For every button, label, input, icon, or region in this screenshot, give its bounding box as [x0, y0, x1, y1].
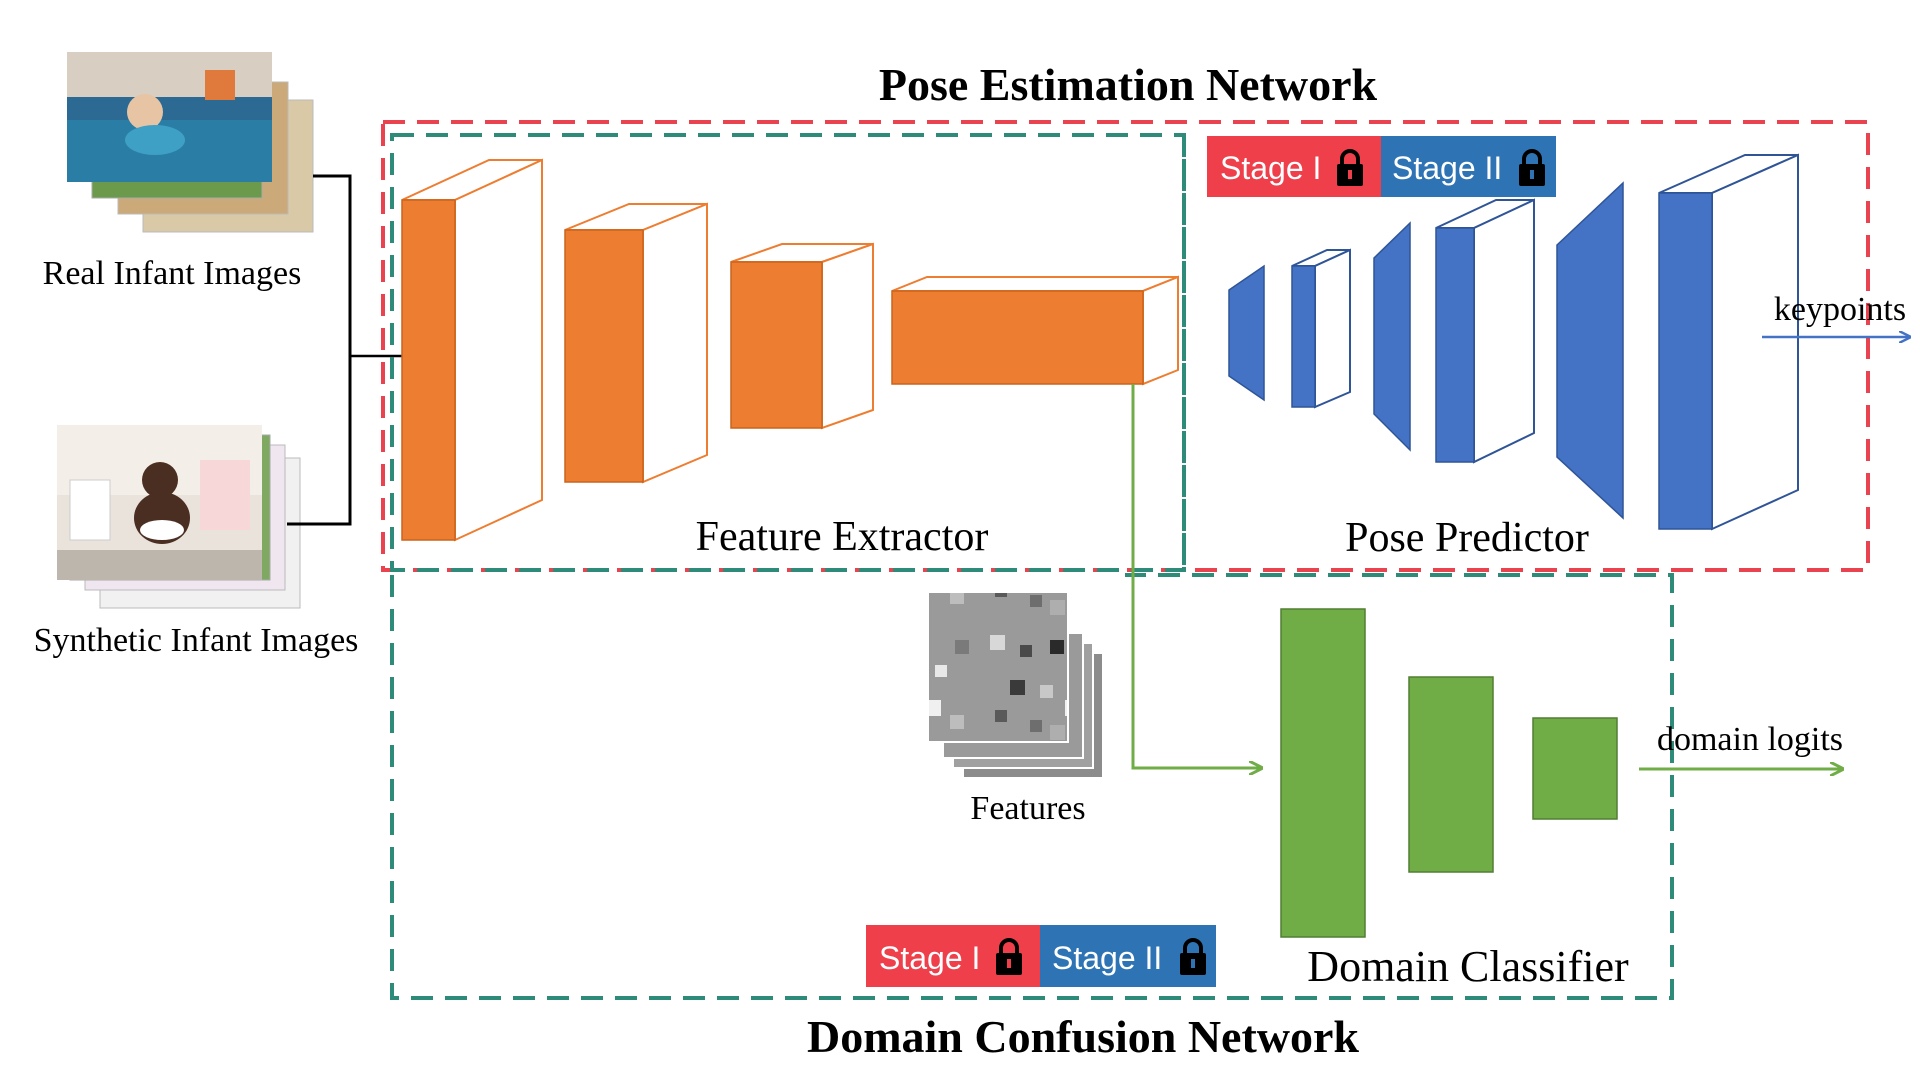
domain-logits-label: domain logits	[1657, 721, 1843, 758]
lock-icon	[1337, 149, 1363, 186]
stage1-label-top: Stage I	[1220, 150, 1321, 186]
feature-maps	[927, 591, 1104, 779]
real-image-stack	[67, 52, 314, 233]
pp-trapezoid-2	[1373, 221, 1411, 452]
stage1-label-bottom: Stage I	[879, 940, 980, 976]
fe-block-4	[891, 275, 1179, 386]
fe-block-2	[564, 202, 708, 484]
domain-network-title: Domain Confusion Network	[807, 1011, 1359, 1062]
domain-classifier	[1280, 608, 1618, 938]
keypoints-label: keypoints	[1774, 291, 1906, 328]
lock-icon	[1180, 938, 1206, 975]
real-images-label: Real Infant Images	[43, 255, 302, 292]
fe-block-3	[730, 242, 874, 430]
pose-predictor-label: Pose Predictor	[1345, 515, 1589, 561]
domain-network-region	[390, 573, 1674, 1000]
features-to-classifier-arrow	[1131, 384, 1262, 768]
features-label: Features	[970, 790, 1085, 827]
pp-trapezoid-1	[1228, 264, 1265, 402]
pp-block-1	[1291, 248, 1351, 409]
stage2-label-bottom: Stage II	[1052, 940, 1162, 976]
domain-classifier-label: Domain Classifier	[1307, 942, 1629, 991]
synthetic-images-label: Synthetic Infant Images	[34, 622, 359, 659]
lock-icon	[1519, 149, 1545, 186]
dc-block-1	[1280, 608, 1366, 938]
dc-block-3	[1532, 717, 1618, 820]
pose-network-region	[381, 120, 1870, 572]
feature-extractor	[401, 158, 1179, 542]
dc-block-2	[1408, 676, 1494, 873]
stage2-label-top: Stage II	[1392, 150, 1502, 186]
fe-block-1	[401, 158, 543, 542]
pose-predictor	[1228, 153, 1799, 531]
pp-block-3	[1658, 153, 1799, 531]
stage-badges-bottom: Stage I Stage II	[866, 925, 1216, 987]
stage-badges-top: Stage I Stage II	[1207, 136, 1556, 197]
pose-network-title: Pose Estimation Network	[879, 59, 1378, 110]
pp-block-2	[1435, 198, 1535, 464]
feature-extractor-region	[390, 133, 1186, 572]
lock-icon	[996, 938, 1022, 975]
pp-trapezoid-3	[1556, 181, 1624, 520]
feature-extractor-label: Feature Extractor	[696, 514, 989, 560]
synthetic-image-stack	[57, 425, 301, 609]
